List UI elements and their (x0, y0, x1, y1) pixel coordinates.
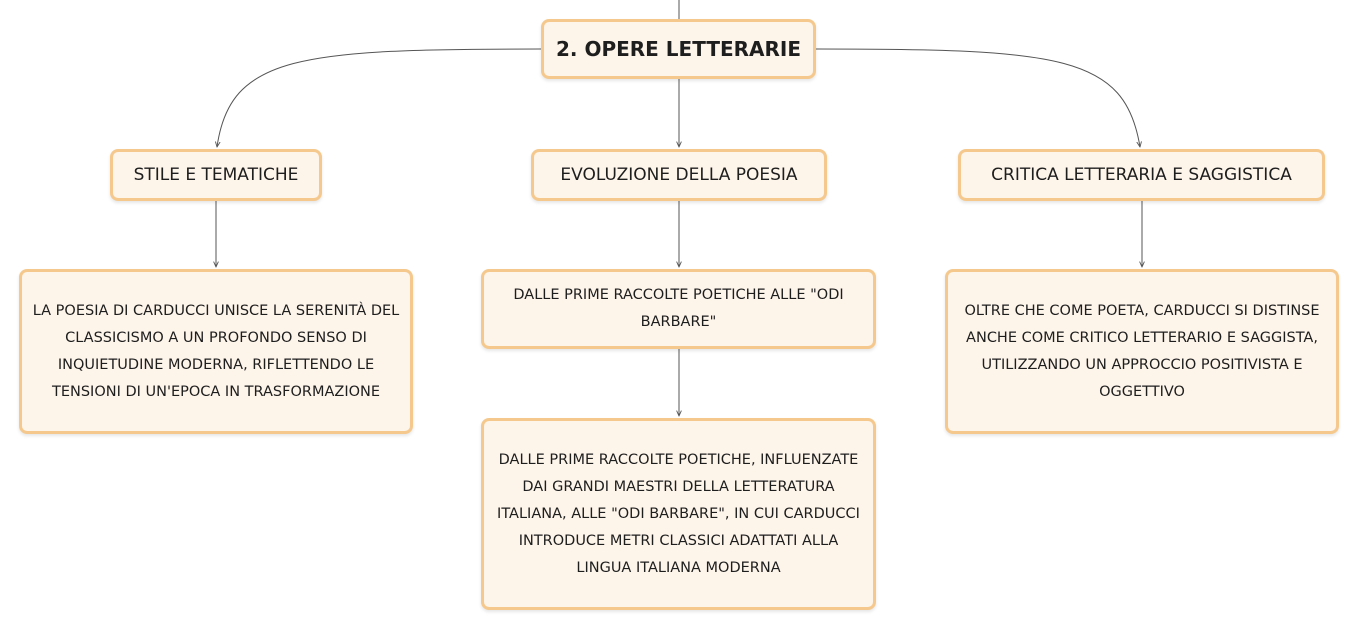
leaf-node-critica[interactable]: OLTRE CHE COME POETA, CARDUCCI SI DISTIN… (945, 269, 1339, 434)
leaf-node-evoluzione-summary[interactable]: DALLE PRIME RACCOLTE POETICHE ALLE "ODI … (481, 269, 876, 349)
leaf-node-stile[interactable]: LA POESIA DI CARDUCCI UNISCE LA SERENITÀ… (19, 269, 413, 434)
leaf-node-text: DALLE PRIME RACCOLTE POETICHE ALLE "ODI … (513, 287, 844, 330)
leaf-node-evoluzione-detail[interactable]: DALLE PRIME RACCOLTE POETICHE, INFLUENZA… (481, 418, 876, 610)
branch-node-evoluzione-della-poesia[interactable]: EVOLUZIONE DELLA POESIA (531, 149, 827, 201)
root-node-label: 2. OPERE LETTERARIE (555, 37, 802, 61)
root-node[interactable]: 2. OPERE LETTERARIE (541, 19, 816, 79)
leaf-node-text: DALLE PRIME RACCOLTE POETICHE, INFLUENZA… (497, 451, 860, 576)
branch-node-label: CRITICA LETTERARIA E SAGGISTICA (991, 165, 1292, 185)
connector-root-critica (815, 48, 1140, 147)
leaf-node-text: LA POESIA DI CARDUCCI UNISCE LA SERENITÀ… (32, 302, 400, 400)
leaf-node-text: OLTRE CHE COME POETA, CARDUCCI SI DISTIN… (964, 302, 1320, 400)
connector-root-stile (217, 48, 542, 147)
branch-node-stile-e-tematiche[interactable]: STILE E TEMATICHE (110, 149, 322, 201)
branch-node-critica-letteraria[interactable]: CRITICA LETTERARIA E SAGGISTICA (958, 149, 1325, 201)
branch-node-label: STILE E TEMATICHE (133, 165, 299, 185)
branch-node-label: EVOLUZIONE DELLA POESIA (560, 165, 798, 185)
